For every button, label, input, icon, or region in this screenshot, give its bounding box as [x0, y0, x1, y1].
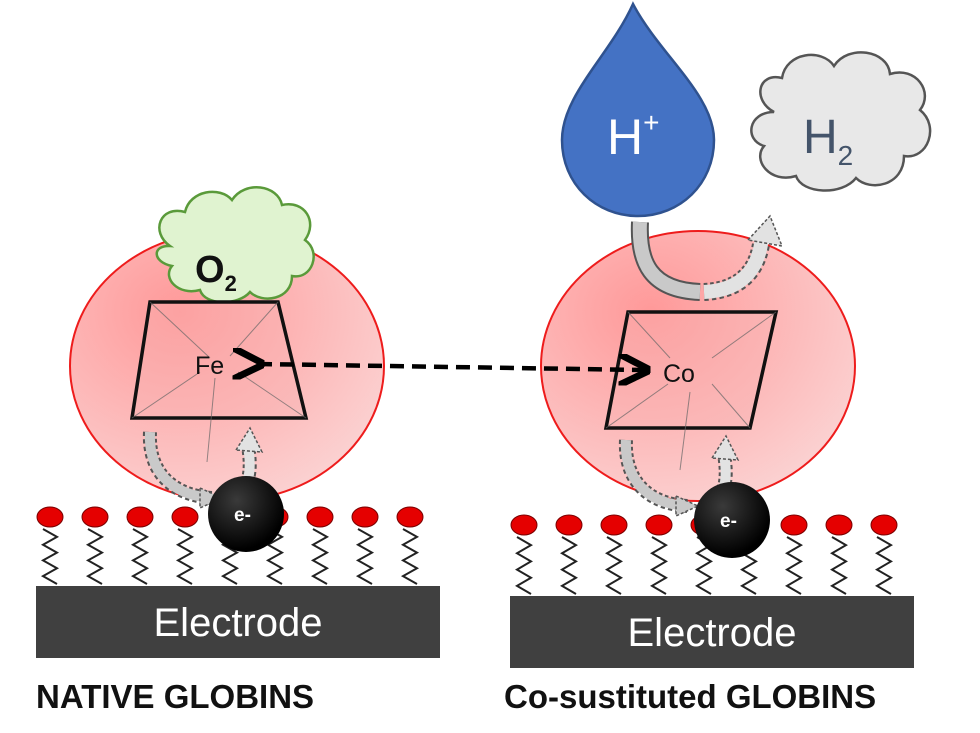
fe-label: Fe: [195, 352, 224, 380]
h2-label: H2: [803, 111, 853, 171]
right-head-group: [780, 514, 808, 536]
left-electrode-label: Electrode: [154, 601, 323, 645]
left-alkyl-chain: [175, 528, 195, 585]
right-alkyl-chain: [605, 536, 623, 595]
left-electrode: [36, 586, 440, 658]
left-alkyl-chain: [310, 528, 330, 585]
right-head-group: [600, 514, 628, 536]
co-label: Co: [663, 360, 695, 388]
left-head-group: [351, 506, 379, 528]
right-electron-label: e-: [720, 511, 737, 532]
h2-cloud-icon: [750, 51, 932, 192]
proton-label: H+: [607, 107, 659, 165]
droplet-icon: [560, 1, 716, 218]
right-electrode: [510, 596, 914, 668]
right-alkyl-chain: [785, 536, 803, 595]
right-alkyl-chain: [875, 536, 893, 595]
left-electron-icon: [208, 476, 284, 552]
right-electron-icon: [694, 482, 770, 558]
native-globins-caption: NATIVE GLOBINS: [36, 678, 315, 715]
right-electrode-label: Electrode: [628, 611, 797, 655]
left-heme-lines: [131, 301, 307, 463]
left-alkyl-chain: [40, 528, 60, 585]
native-globin: O2 Fe e- Electrode: [36, 186, 440, 658]
right-head-group: [645, 514, 673, 536]
right-head-group: [825, 514, 853, 536]
proton-reduction-arrows: [630, 214, 784, 301]
left-head-group: [171, 506, 199, 528]
left-head-group: [36, 506, 64, 528]
right-alkyl-chain: [830, 536, 848, 595]
left-head-group: [306, 506, 334, 528]
fe-co-exchange-arrow: [258, 364, 644, 370]
left-alkyl-chain: [85, 528, 105, 585]
o2-label: O2: [195, 249, 237, 296]
left-alkyl-chain: [355, 528, 375, 585]
right-alkyl-chain: [560, 536, 578, 595]
co-substituted-caption: Co-sustituted GLOBINS: [504, 678, 877, 715]
left-alkyl-chain: [400, 528, 420, 585]
right-heme-lines: [605, 311, 777, 471]
co-globin: H+ H2 Co: [510, 1, 932, 668]
left-alkyl-chain: [265, 528, 285, 585]
right-alkyl-chain: [515, 536, 533, 595]
right-alkyl-chain: [650, 536, 668, 595]
left-alkyl-chain: [130, 528, 150, 585]
o2-cloud-icon: [155, 186, 315, 304]
left-electron-label: e-: [234, 505, 251, 526]
right-head-group: [870, 514, 898, 536]
left-head-group: [81, 506, 109, 528]
left-head-group: [396, 506, 424, 528]
right-head-group: [555, 514, 583, 536]
right-head-group: [510, 514, 538, 536]
left-head-group: [126, 506, 154, 528]
